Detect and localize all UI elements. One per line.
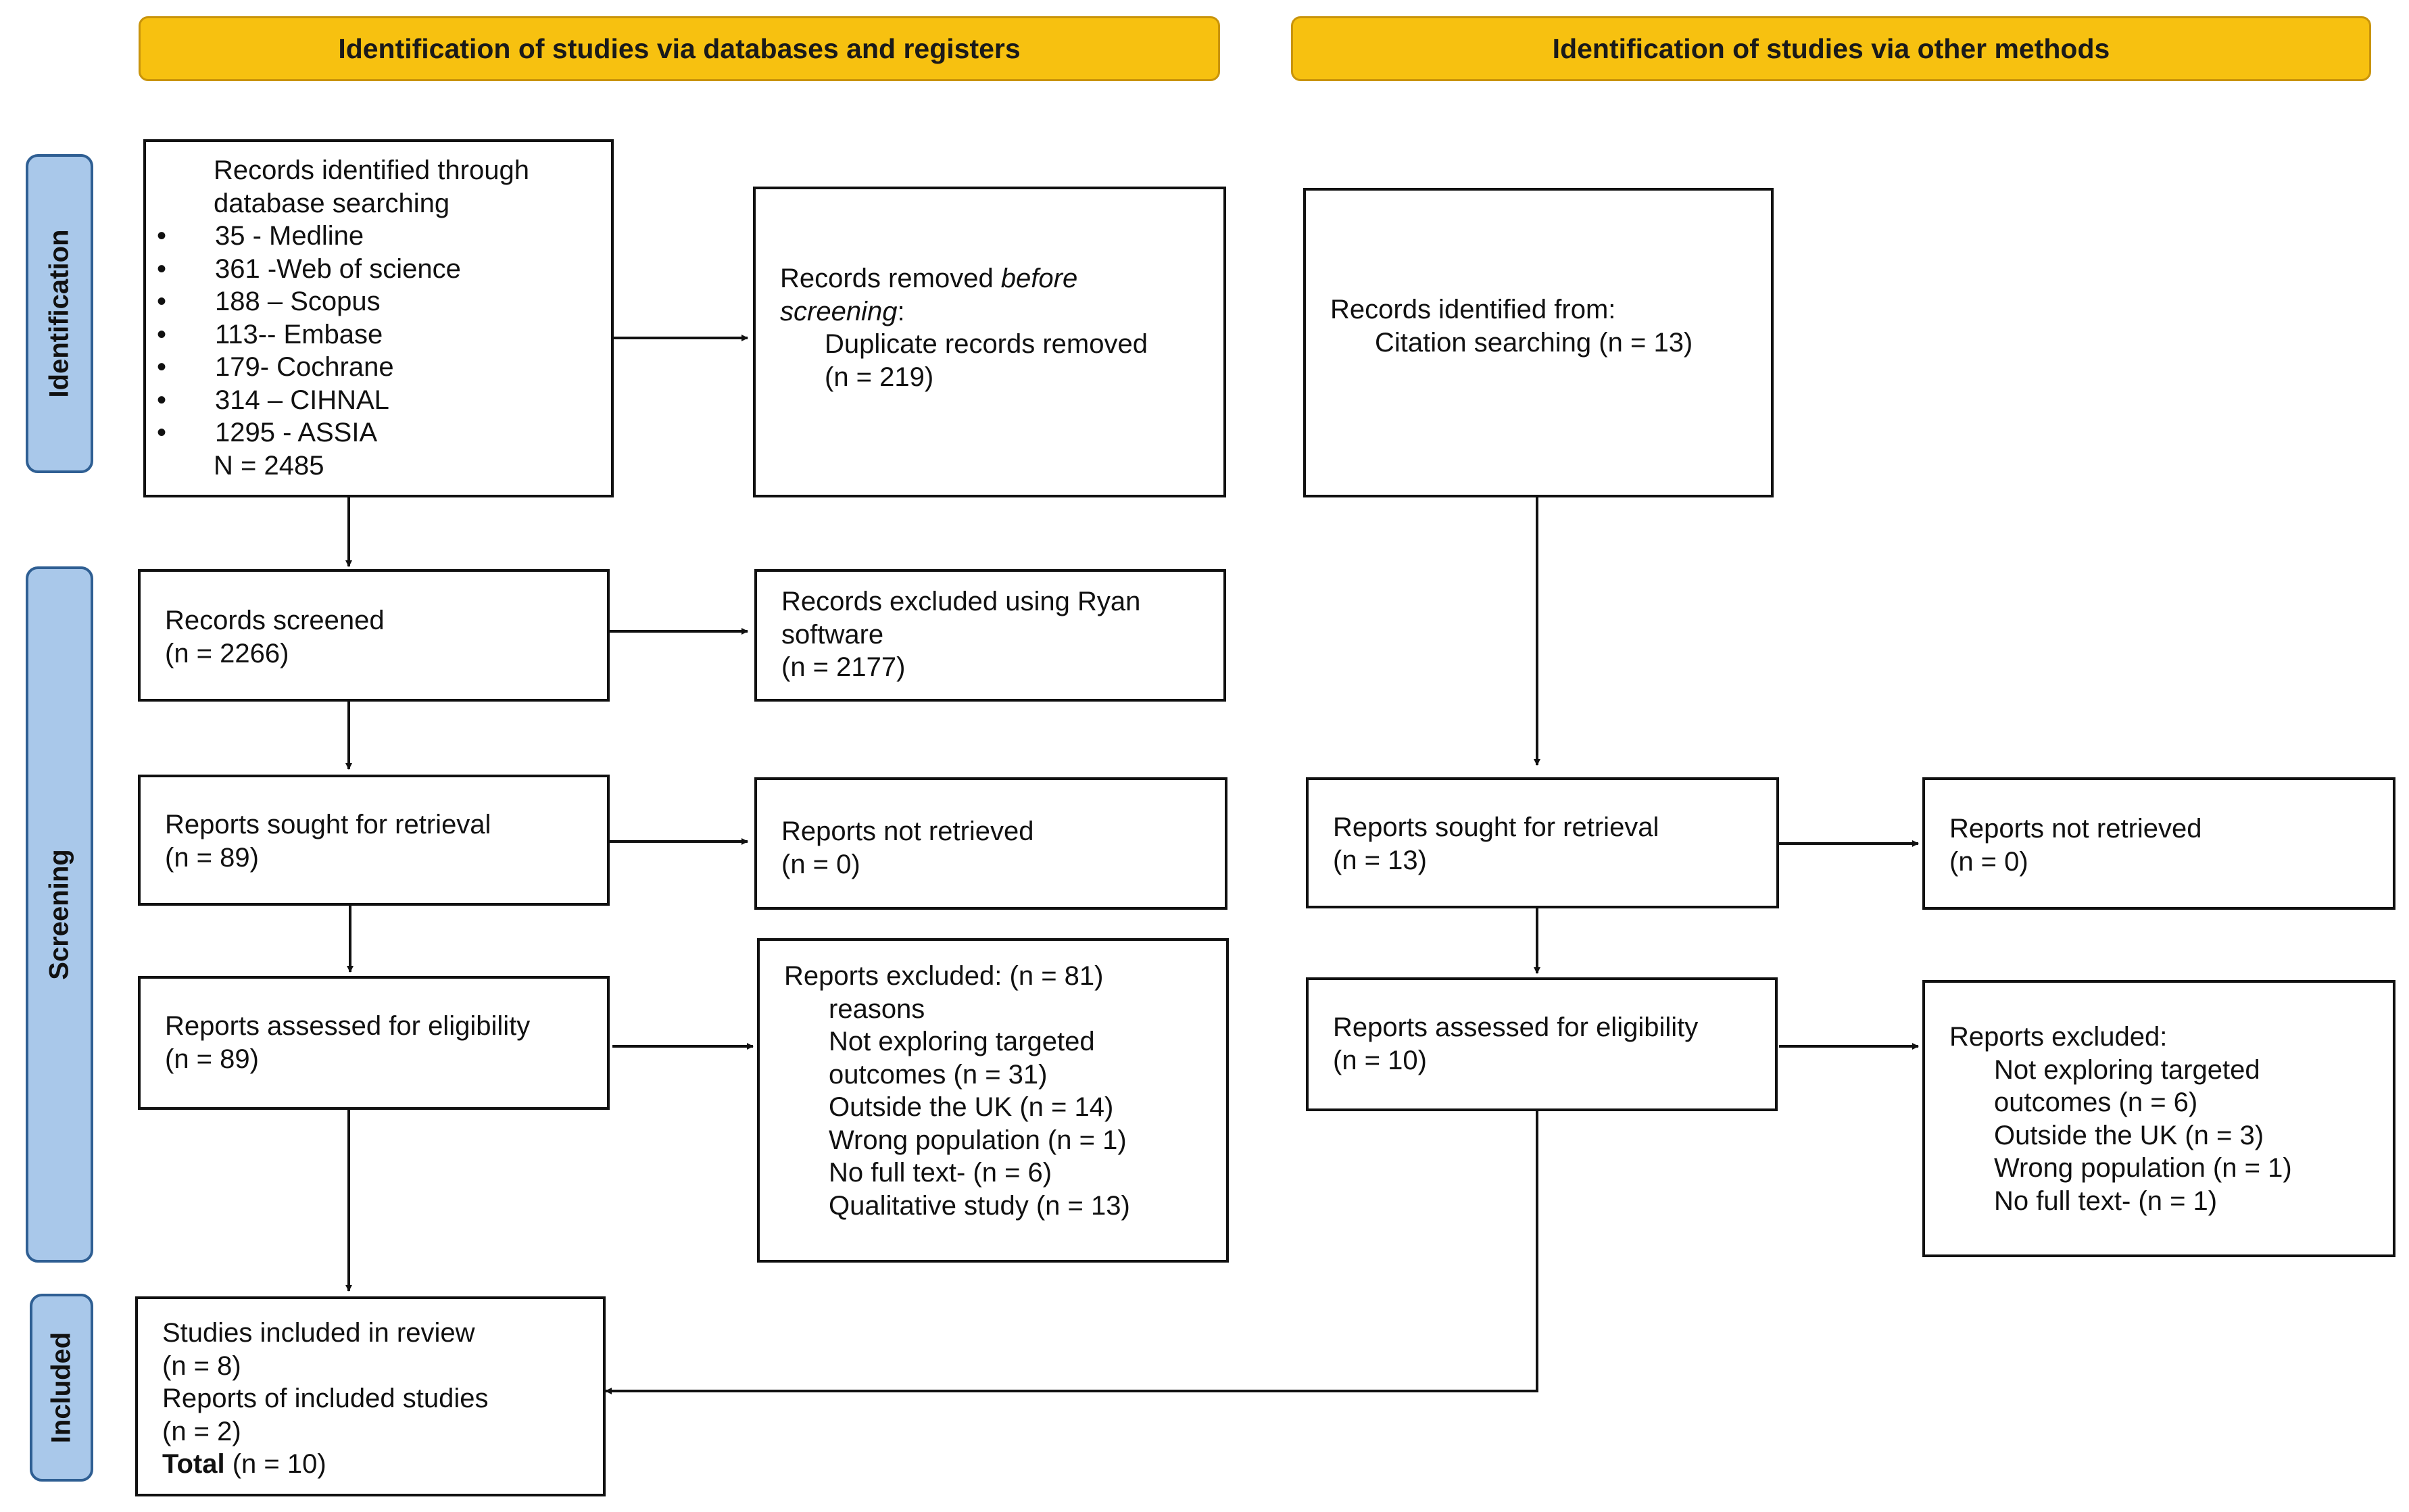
records-identified-box: Records identified through database sear… [143, 139, 614, 497]
studies-included-box: Studies included in review (n = 8) Repor… [135, 1296, 606, 1496]
reports-assessed-box: Reports assessed for eligibility (n = 89… [138, 976, 610, 1110]
reports-included-count: (n = 2) [162, 1416, 241, 1446]
records-removed-box: Records removed before screening: Duplic… [753, 187, 1226, 497]
other-reports-assessed-label: Reports assessed for eligibility [1333, 1013, 1699, 1042]
reports-sought-box: Reports sought for retrieval (n = 89) [138, 775, 610, 906]
other-reports-not-retrieved-box: Reports not retrieved (n = 0) [1922, 777, 2395, 910]
database-source-item: • 1295 - ASSIA [146, 416, 604, 449]
database-source-item: • 361 -Web of science [146, 253, 604, 286]
database-sources-list: • 35 - Medline • 361 -Web of science • 188 – … [146, 220, 604, 449]
exclusion-reason: outcomes (n = 6) [1994, 1088, 2198, 1117]
header-databases-label: Identification of studies via databases … [338, 32, 1021, 64]
other-records-identified-line2: Citation searching (n = 13) [1375, 327, 1693, 358]
database-source-text: 1295 - ASSIA [215, 418, 378, 447]
database-source-text: 314 – CIHNAL [215, 385, 389, 415]
records-screened-label: Records screened [165, 606, 385, 635]
other-reports-sought-label: Reports sought for retrieval [1333, 812, 1659, 842]
records-excluded-ryan-box: Records excluded using Ryan software (n … [754, 569, 1226, 702]
included-total-label: Total [162, 1449, 225, 1479]
other-records-identified-line1: Records identified from: [1330, 295, 1616, 324]
reports-sought-label: Reports sought for retrieval [165, 810, 491, 839]
bullet-icon: • [157, 319, 167, 349]
included-total: Total (n = 10) [162, 1448, 596, 1481]
studies-included-count: (n = 8) [162, 1350, 241, 1381]
records-removed-duplicates: Duplicate records removed [825, 329, 1148, 359]
bullet-icon: • [157, 253, 167, 284]
reports-included-label: Reports of included studies [162, 1384, 489, 1413]
records-removed-line2: screening: [780, 295, 1217, 328]
arrow-other-assessed-to-included [605, 1110, 1538, 1394]
exclusion-reason: Wrong population (n = 1) [829, 1125, 1127, 1155]
header-other-methods-label: Identification of studies via other meth… [1552, 32, 2110, 64]
database-source-text: 113-- Embase [215, 319, 383, 349]
database-source-item: • 188 – Scopus [146, 285, 604, 318]
exclusion-reason: Outside the UK (n = 14) [829, 1092, 1114, 1122]
records-removed-colon: : [897, 296, 905, 326]
other-reports-excluded-label: Reports excluded: [1949, 1022, 2168, 1052]
stage-included: Included [30, 1294, 93, 1482]
header-other-methods: Identification of studies via other meth… [1291, 16, 2371, 81]
reports-excluded-label: Reports excluded: (n = 81) [784, 961, 1104, 991]
stage-screening: Screening [26, 566, 93, 1263]
other-reports-assessed-box: Reports assessed for eligibility (n = 10… [1306, 977, 1778, 1111]
included-total-value: (n = 10) [224, 1449, 326, 1479]
exclusion-reason: Not exploring targeted [829, 1027, 1095, 1056]
other-reports-excluded-reasons: Not exploring targeted outcomes (n = 6) Ou… [1949, 1054, 2386, 1218]
database-source-item: • 35 - Medline [146, 220, 604, 253]
exclusion-reason: Not exploring targeted [1994, 1054, 2260, 1085]
exclusion-reason: Outside the UK (n = 3) [1994, 1120, 2264, 1150]
header-databases: Identification of studies via databases … [139, 16, 1220, 81]
records-identified-total: N = 2485 [214, 450, 324, 481]
records-identified-title-1: Records identified through [214, 155, 529, 185]
reports-assessed-label: Reports assessed for eligibility [165, 1011, 531, 1041]
bullet-icon: • [157, 352, 167, 382]
bullet-icon: • [157, 418, 167, 447]
database-source-text: 361 -Web of science [215, 253, 461, 284]
bullet-icon: • [157, 221, 167, 251]
other-reports-not-retrieved-count: (n = 0) [1949, 846, 2028, 877]
records-screened-box: Records screened (n = 2266) [138, 569, 610, 702]
records-identified-title-2: database searching [214, 188, 450, 218]
other-records-identified-box: Records identified from: Citation search… [1303, 188, 1774, 497]
records-removed-line1: Records removed before [780, 262, 1217, 295]
records-excluded-ryan-count: (n = 2177) [781, 652, 906, 682]
bullet-icon: • [157, 287, 167, 316]
reports-not-retrieved-label: Reports not retrieved [781, 816, 1034, 846]
records-screened-count: (n = 2266) [165, 638, 289, 668]
reports-not-retrieved-count: (n = 0) [781, 849, 860, 879]
exclusion-reason: No full text- (n = 1) [1994, 1186, 2218, 1216]
stage-identification: Identification [26, 154, 93, 473]
reports-not-retrieved-box: Reports not retrieved (n = 0) [754, 777, 1227, 910]
records-excluded-ryan-line1: Records excluded using Ryan [781, 587, 1141, 616]
exclusion-reason: outcomes (n = 31) [829, 1059, 1048, 1090]
records-removed-screening: screening [780, 296, 898, 326]
other-reports-not-retrieved-label: Reports not retrieved [1949, 814, 2202, 844]
database-source-text: 179- Cochrane [215, 352, 394, 382]
records-removed-before: before [1000, 264, 1078, 293]
records-removed-count: (n = 219) [825, 362, 934, 392]
other-reports-sought-count: (n = 13) [1333, 845, 1427, 875]
database-source-item: • 179- Cochrane [146, 351, 604, 384]
exclusion-reason: Qualitative study (n = 13) [829, 1190, 1130, 1221]
exclusion-reason: reasons [829, 994, 925, 1024]
database-source-item: • 113-- Embase [146, 318, 604, 351]
database-source-text: 35 - Medline [215, 221, 364, 251]
reports-sought-count: (n = 89) [165, 842, 259, 873]
database-source-text: 188 – Scopus [215, 287, 381, 316]
bullet-icon: • [157, 385, 167, 415]
other-reports-assessed-count: (n = 10) [1333, 1045, 1427, 1075]
records-removed-text: Records removed [780, 264, 1001, 293]
exclusion-reason: No full text- (n = 6) [829, 1158, 1052, 1188]
studies-included-label: Studies included in review [162, 1318, 475, 1348]
database-source-item: • 314 – CIHNAL [146, 384, 604, 417]
exclusion-reason: Wrong population (n = 1) [1994, 1153, 2292, 1183]
records-excluded-ryan-line2: software [781, 619, 884, 650]
other-reports-sought-box: Reports sought for retrieval (n = 13) [1306, 777, 1779, 908]
other-reports-excluded-box: Reports excluded: Not exploring targeted… [1922, 980, 2395, 1257]
reports-assessed-count: (n = 89) [165, 1044, 259, 1074]
